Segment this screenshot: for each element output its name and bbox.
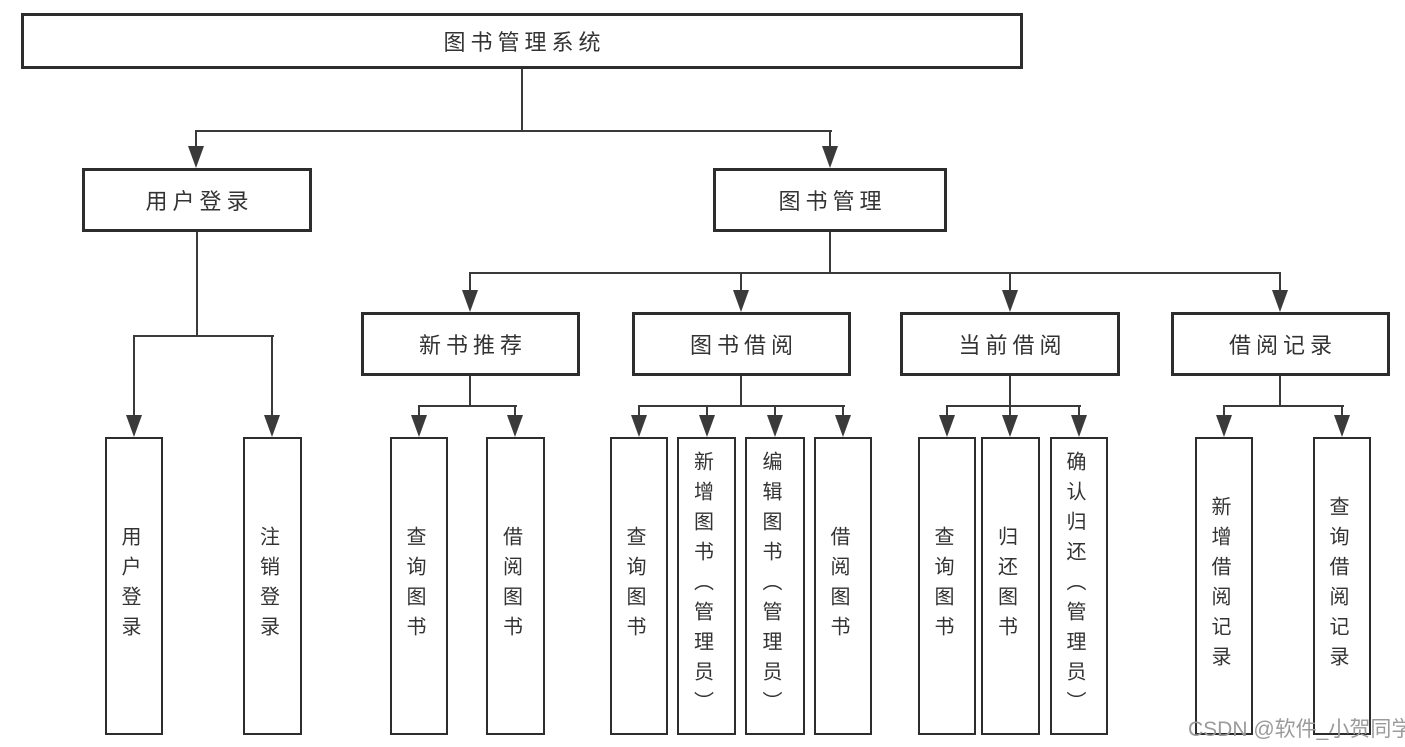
arrow-down-icon <box>835 415 851 437</box>
connector-rail <box>1223 405 1344 407</box>
connector-rail <box>946 405 1081 407</box>
csdn-watermark: CSDN @软件_小贺同学 <box>1188 718 1405 741</box>
connector-stem <box>740 376 742 405</box>
arrow-down-icon <box>822 146 838 168</box>
node-label: 查询图书 <box>623 526 645 646</box>
node-label: 确认归还（管理员） <box>1063 451 1085 721</box>
connector-drop <box>740 272 742 292</box>
connector-drop <box>133 335 135 417</box>
node-root-label: 图书管理系统 <box>443 30 606 55</box>
arrow-down-icon <box>1002 290 1018 312</box>
arrow-down-icon <box>1071 415 1087 437</box>
connector-drop <box>469 272 471 292</box>
connector-drop <box>706 405 708 417</box>
node-leaf-add-books-admin: 新增图书（管理员） <box>677 437 736 735</box>
node-borrow-records: 借阅记录 <box>1171 312 1390 376</box>
node-label: 查询图书 <box>403 526 425 646</box>
arrow-down-icon <box>264 415 280 437</box>
connector-book-mgmt-stem <box>829 232 831 272</box>
arrow-down-icon <box>1272 290 1288 312</box>
node-label: 查询图书 <box>931 526 953 646</box>
connector-drop <box>1009 405 1011 417</box>
connector-stem <box>469 376 471 405</box>
arrow-down-icon <box>733 290 749 312</box>
arrow-down-icon <box>699 415 715 437</box>
node-label: 查询借阅记录 <box>1326 496 1348 676</box>
node-leaf-return-books: 归还图书 <box>981 437 1040 735</box>
connector-drop <box>774 405 776 417</box>
arrow-down-icon <box>188 146 204 168</box>
node-current-borrow: 当前借阅 <box>900 312 1120 376</box>
node-label: 新增借阅记录 <box>1208 496 1230 676</box>
arrow-down-icon <box>939 415 955 437</box>
node-label: 新增图书（管理员） <box>690 451 713 721</box>
arrow-down-icon <box>631 415 647 437</box>
node-leaf-query-books-recommend: 查询图书 <box>390 437 448 735</box>
node-book-borrow: 图书借阅 <box>632 312 851 376</box>
connector-drop <box>1279 272 1281 292</box>
arrow-down-icon <box>411 415 427 437</box>
node-leaf-query-borrow-record: 查询借阅记录 <box>1313 437 1371 735</box>
node-leaf-confirm-return-admin: 确认归还（管理员） <box>1050 437 1108 735</box>
node-label: 注销登录 <box>256 526 279 646</box>
arrow-down-icon <box>767 415 783 437</box>
node-label: 借阅图书 <box>827 526 849 646</box>
connector-user-login-stem <box>196 232 198 335</box>
node-label: 当前借阅 <box>958 333 1067 358</box>
node-book-management: 图书管理 <box>713 168 947 232</box>
connector-rail <box>418 405 517 407</box>
node-leaf-add-borrow-record: 新增借阅记录 <box>1195 437 1253 735</box>
node-label: 借阅图书 <box>499 526 522 646</box>
arrow-down-icon <box>507 415 523 437</box>
connector-drop <box>1009 272 1011 292</box>
arrow-down-icon <box>462 290 478 312</box>
node-label: 新书推荐 <box>418 333 527 358</box>
node-root-system: 图书管理系统 <box>21 13 1023 69</box>
node-label: 图书借阅 <box>689 333 798 358</box>
connector-drop-user-login <box>195 130 197 148</box>
connector-rail <box>638 405 845 407</box>
node-label: 借阅记录 <box>1228 333 1337 358</box>
node-label: 编辑图书（管理员） <box>759 451 781 721</box>
connector-drop <box>271 335 273 417</box>
node-label: 用户登录 <box>145 189 254 214</box>
connector-drop <box>842 405 844 417</box>
connector-drop <box>1223 405 1225 417</box>
connector-drop <box>638 405 640 417</box>
node-label: 图书管理 <box>778 189 887 214</box>
connector-drop <box>1341 405 1343 417</box>
arrow-down-icon <box>126 415 142 437</box>
connector-drop <box>1078 405 1080 417</box>
node-leaf-user-login: 用户登录 <box>105 437 163 735</box>
connector-root-stem <box>521 69 523 131</box>
connector-stem <box>1279 376 1281 405</box>
node-label: 归还图书 <box>994 526 1017 646</box>
node-leaf-query-books-current: 查询图书 <box>918 437 976 735</box>
node-leaf-edit-books-admin: 编辑图书（管理员） <box>745 437 805 735</box>
node-new-book-recommend: 新书推荐 <box>361 312 580 376</box>
node-leaf-borrow-books: 借阅图书 <box>814 437 872 735</box>
connector-stem <box>1009 376 1011 405</box>
connector-drop <box>418 405 420 417</box>
node-leaf-borrow-books-recommend: 借阅图书 <box>486 437 545 735</box>
node-user-login: 用户登录 <box>82 168 312 232</box>
arrow-down-icon <box>1002 415 1018 437</box>
node-leaf-logout: 注销登录 <box>243 437 302 735</box>
connector-drop <box>946 405 948 417</box>
connector-book-mgmt-rail <box>469 272 1281 274</box>
node-leaf-query-books-borrow: 查询图书 <box>610 437 668 735</box>
connector-user-login-rail <box>133 335 274 337</box>
node-label: 用户登录 <box>118 526 140 646</box>
connector-root-rail <box>195 130 832 132</box>
arrow-down-icon <box>1216 415 1232 437</box>
connector-drop-book-mgmt <box>829 130 831 148</box>
connector-drop <box>514 405 516 417</box>
arrow-down-icon <box>1334 415 1350 437</box>
